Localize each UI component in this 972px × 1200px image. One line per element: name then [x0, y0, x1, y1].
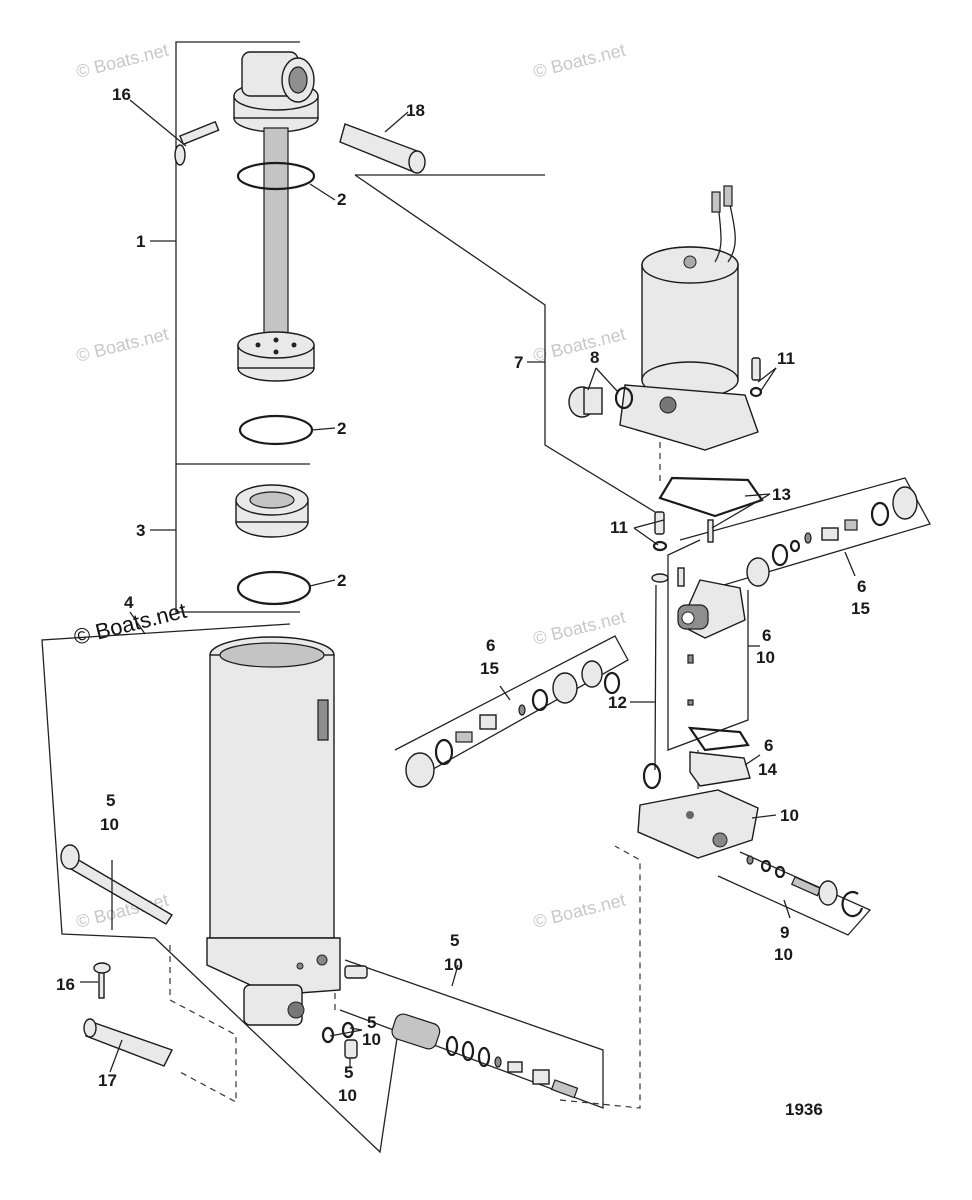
dash-pin-path: [169, 945, 237, 1104]
callout-4: 4: [124, 593, 134, 612]
callout-16: 16: [56, 975, 75, 994]
callout-9: 9: [780, 923, 789, 942]
callout-6: 6: [762, 626, 771, 645]
watermark: © Boats.net: [74, 324, 170, 366]
callout-2: 2: [337, 419, 346, 438]
bracket-item-3: [175, 464, 300, 613]
callout-11: 11: [610, 518, 628, 537]
callout-10: 10: [338, 1086, 357, 1105]
callout-6: 6: [486, 636, 495, 655]
callout-15: 15: [851, 599, 870, 618]
pump-motor: [619, 185, 759, 451]
callout-17: 17: [98, 1071, 117, 1090]
valve-set-9-10: [746, 855, 864, 918]
bracket-item-1: [175, 41, 310, 465]
bracket-bottom-v: [154, 937, 401, 1154]
callout-10: 10: [756, 648, 775, 667]
callout-3: 3: [136, 521, 145, 540]
callout-11: 11: [777, 349, 795, 368]
leader-5-10-center: [451, 964, 459, 987]
center-valve-set: [321, 965, 579, 1099]
valve-set-left: [405, 660, 621, 788]
callout-18: 18: [406, 101, 425, 120]
manifold-assembly: [637, 567, 759, 859]
callout-1: 1: [136, 232, 145, 251]
callout-10: 10: [774, 945, 793, 964]
callout-16: 16: [112, 85, 131, 104]
callout-6: 6: [857, 577, 866, 596]
callout-7: 7: [514, 353, 523, 372]
callout-12: 12: [608, 693, 627, 712]
callout-8: 8: [590, 348, 599, 367]
watermark: © Boats.net: [531, 607, 627, 649]
leader-6-15-left: [499, 685, 511, 701]
callout-leaders: [80, 99, 777, 1073]
bracket-item-7: [354, 174, 661, 516]
callout-2: 2: [337, 571, 346, 590]
valve-set-right: [746, 486, 918, 587]
callout-10: 10: [362, 1030, 381, 1049]
dash-right-return: [559, 845, 641, 1109]
callout-14: 14: [758, 760, 777, 779]
callout-15: 15: [480, 659, 499, 678]
watermark: © Boats.net: [531, 40, 627, 82]
bracket-item-4: [41, 623, 291, 939]
callout-10: 10: [444, 955, 463, 974]
watermarks: © Boats.net © Boats.net © Boats.net © Bo…: [71, 40, 627, 932]
figure-number: 1936: [785, 1100, 823, 1119]
callout-5: 5: [367, 1013, 376, 1032]
bracket-lines: [41, 41, 931, 1154]
plug-and-washers: [568, 357, 764, 552]
callout-5: 5: [450, 931, 459, 950]
callout-5: 5: [344, 1063, 353, 1082]
leader-4: [129, 611, 146, 635]
callouts: 16 18 2 1 2 3 2 4 5 10 16 17 5 10 5 10 5…: [56, 85, 870, 1105]
callout-6: 6: [764, 736, 773, 755]
leader-9-10: [783, 899, 791, 919]
callout-10: 10: [780, 806, 799, 825]
callout-5: 5: [106, 791, 115, 810]
watermark: © Boats.net: [531, 890, 627, 932]
callout-10: 10: [100, 815, 119, 834]
cylinder-body: [60, 636, 341, 1067]
leader-6-15-right: [844, 551, 856, 577]
callout-13: 13: [772, 485, 791, 504]
watermark: © Boats.net: [74, 40, 170, 82]
bracket-item-6-10: [667, 539, 749, 751]
ram-assembly: [174, 51, 426, 606]
callout-2: 2: [337, 190, 346, 209]
